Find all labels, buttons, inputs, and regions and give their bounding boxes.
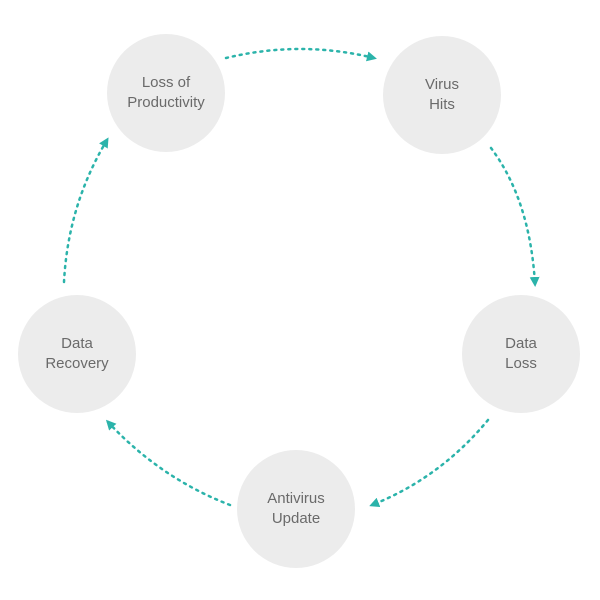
- arrow-recovery-to-productivity: [62, 137, 109, 284]
- node-antivirus-update: Antivirus Update: [237, 450, 355, 568]
- node-label: Antivirus Update: [267, 490, 325, 527]
- node-data-loss: Data Loss: [462, 295, 580, 413]
- node-label: Data Loss: [505, 335, 537, 372]
- node-label: Loss of Productivity: [127, 74, 205, 111]
- node-loss-of-productivity: Loss of Productivity: [107, 34, 225, 152]
- arrow-productivity-to-virus: [224, 47, 377, 62]
- node-label: Data Recovery: [45, 335, 109, 372]
- arrow-virus-to-data-loss: [489, 146, 540, 287]
- node-label: Virus Hits: [425, 76, 459, 113]
- arrow-antivirus-to-recovery: [105, 419, 232, 507]
- node-data-recovery: Data Recovery: [18, 295, 136, 413]
- node-virus-hits: Virus Hits: [383, 36, 501, 154]
- arrow-data-loss-to-antivirus: [369, 418, 490, 508]
